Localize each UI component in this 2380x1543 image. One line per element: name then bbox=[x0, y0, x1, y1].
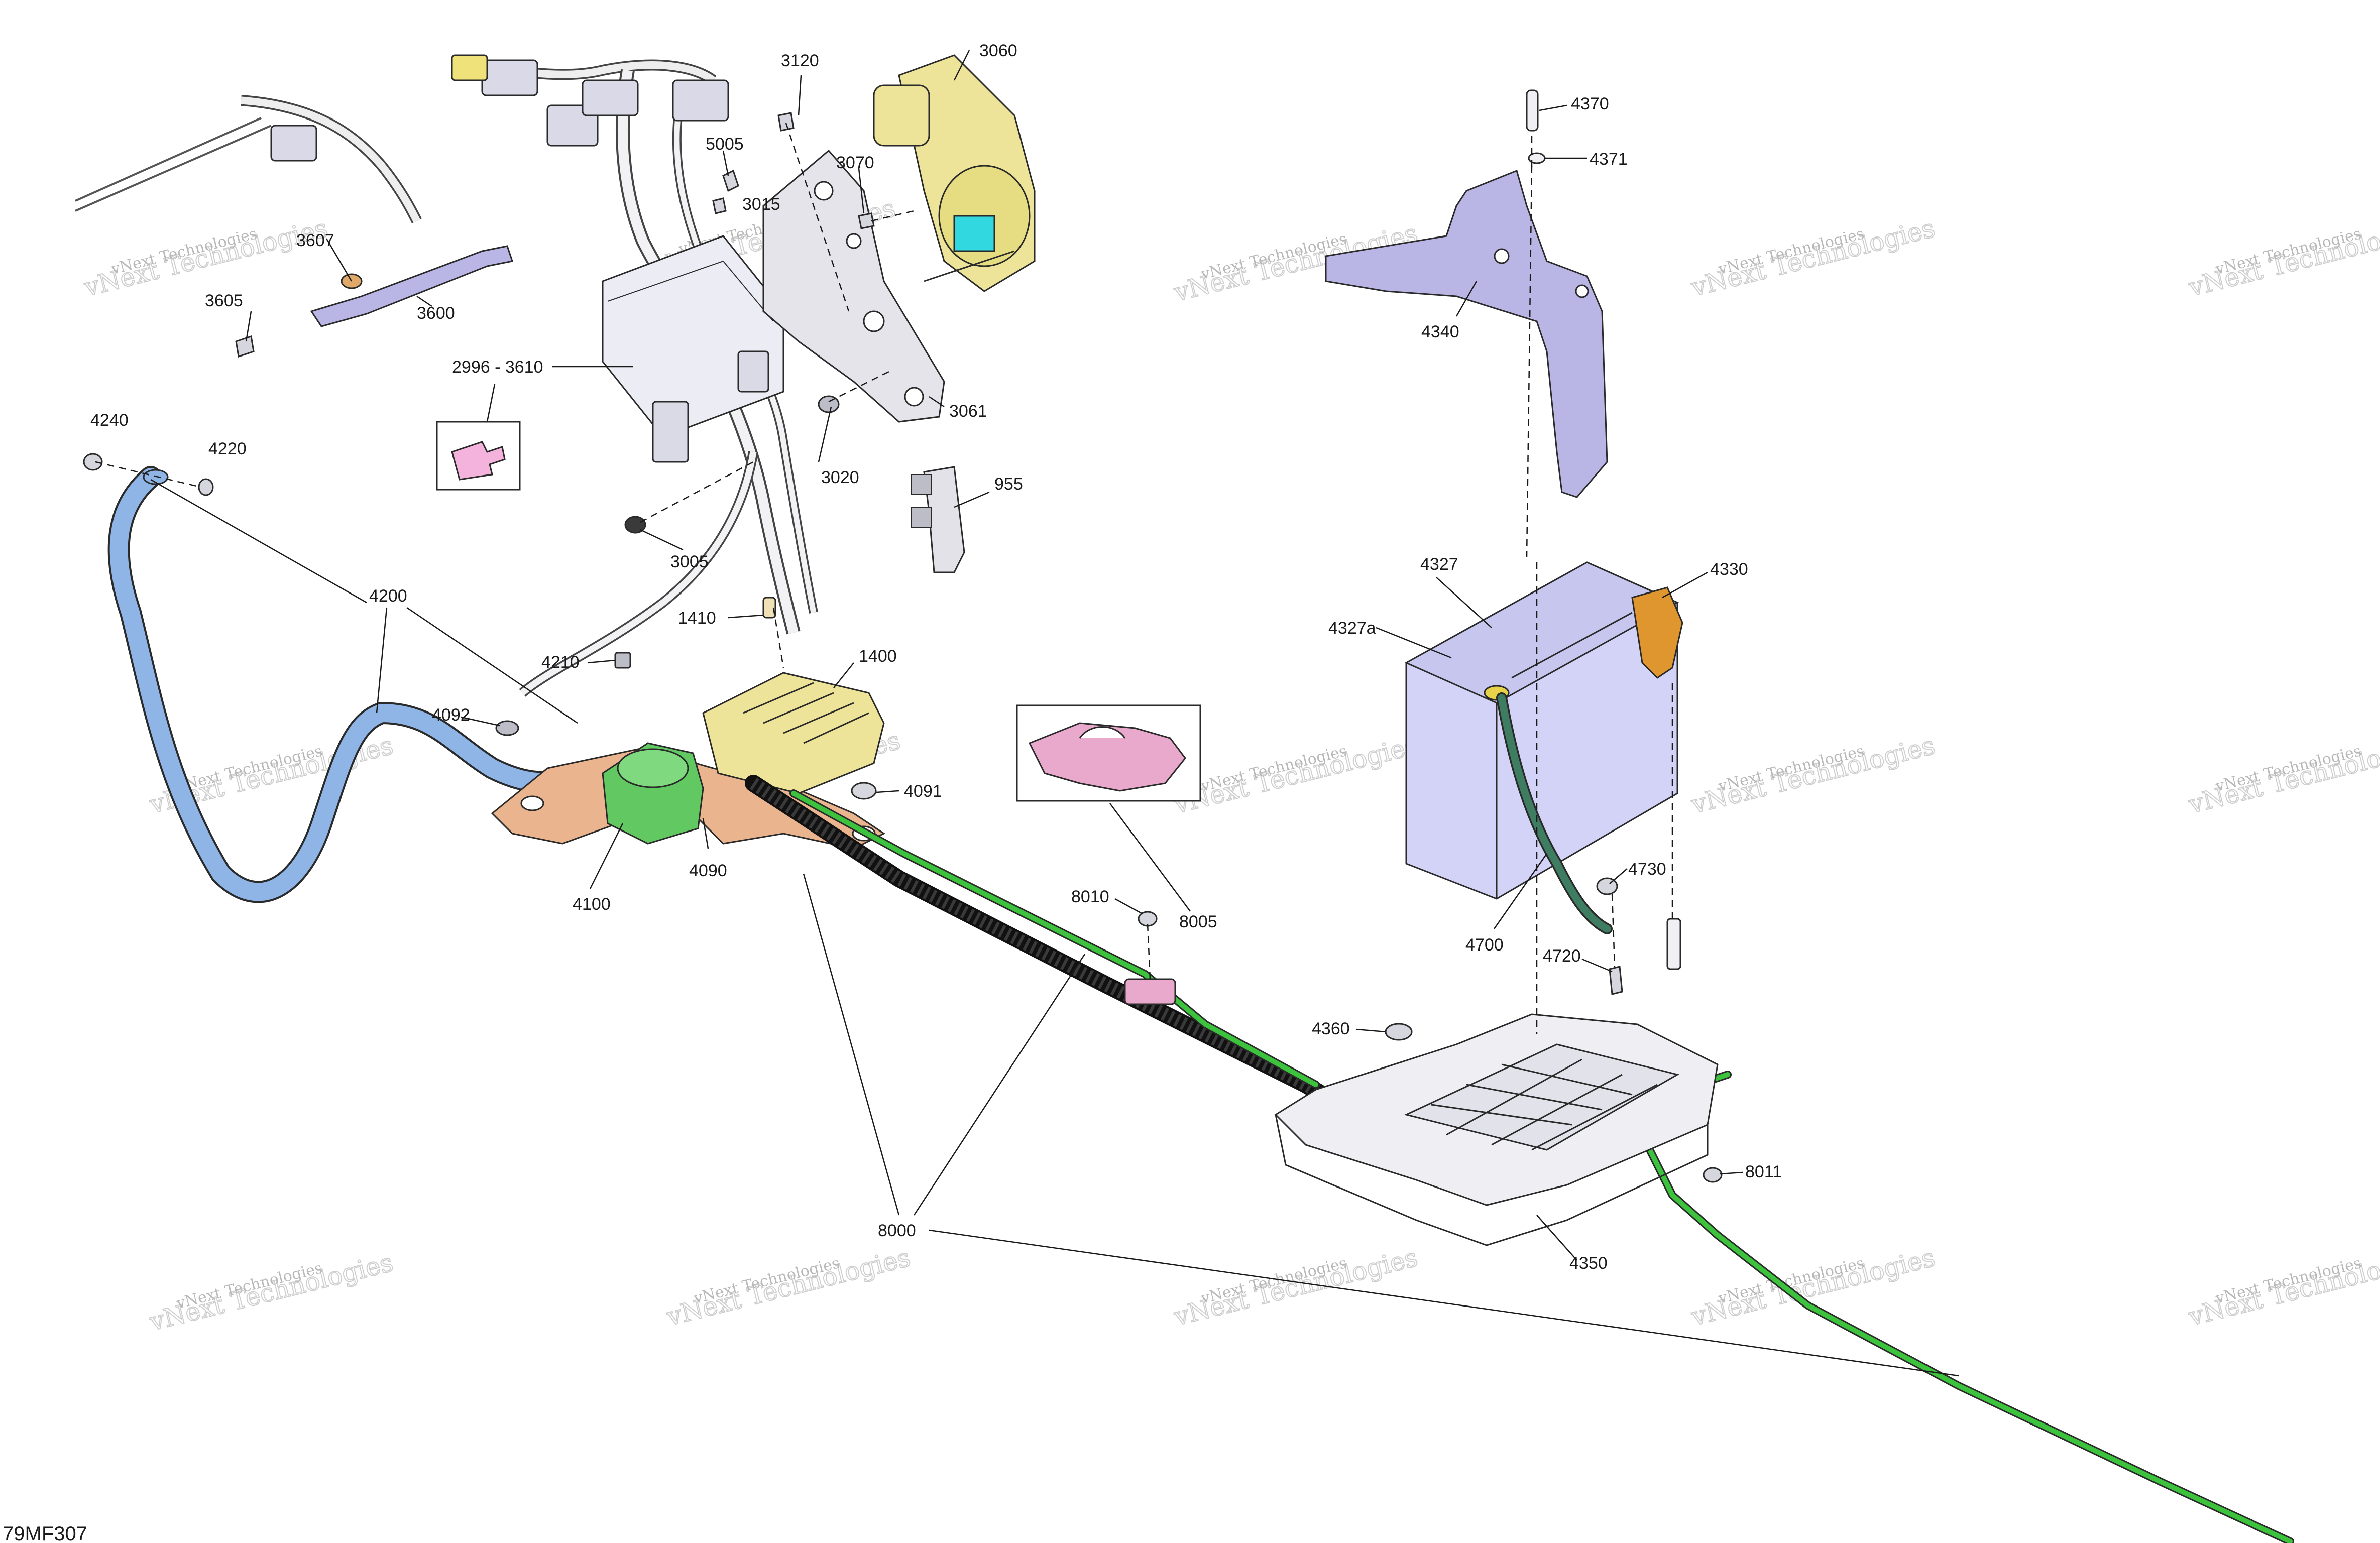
ground-cable-4700 bbox=[1496, 692, 1613, 934]
callout-4240: 4240 bbox=[90, 411, 129, 430]
callout-4220: 4220 bbox=[208, 439, 247, 458]
callout-5005: 5005 bbox=[706, 135, 744, 154]
callout-4100: 4100 bbox=[573, 895, 611, 914]
battery-tray-4350 bbox=[1274, 1013, 1719, 1246]
callout-4092: 4092 bbox=[432, 705, 470, 725]
callout-3605: 3605 bbox=[205, 291, 243, 310]
callout-4371: 4371 bbox=[1590, 150, 1628, 169]
callout-4200: 4200 bbox=[369, 586, 407, 606]
callout-3120: 3120 bbox=[781, 51, 819, 70]
callout-1410: 1410 bbox=[678, 609, 716, 628]
battery-cable-4200 bbox=[107, 466, 589, 903]
callout-3060: 3060 bbox=[979, 41, 1017, 60]
callout-2996-3610: 2996 - 3610 bbox=[452, 358, 543, 377]
callout-4210: 4210 bbox=[541, 653, 580, 672]
diagram-code: 79MF307 bbox=[3, 1523, 87, 1543]
callout-4720: 4720 bbox=[1543, 946, 1581, 966]
mounting-plate bbox=[762, 149, 945, 423]
callout-8005: 8005 bbox=[1179, 912, 1217, 931]
callout-4700: 4700 bbox=[1465, 935, 1504, 955]
callout-4350: 4350 bbox=[1569, 1254, 1608, 1273]
callout-4327: 4327 bbox=[1420, 555, 1458, 574]
callout-4340: 4340 bbox=[1421, 322, 1459, 341]
upper-wiring-harness bbox=[75, 54, 818, 697]
callout-955: 955 bbox=[994, 474, 1023, 494]
alignment-lines bbox=[95, 123, 1673, 1034]
strap-3600 bbox=[310, 245, 513, 327]
callout-8011: 8011 bbox=[1745, 1162, 1782, 1181]
callout-labels: 3120 3060 5005 3015 3070 3607 3605 3600 … bbox=[90, 41, 1782, 1273]
callout-1400: 1400 bbox=[859, 647, 897, 666]
voltage-regulator-1400 bbox=[702, 672, 885, 794]
callout-4091: 4091 bbox=[904, 782, 942, 801]
callout-3061: 3061 bbox=[949, 402, 987, 421]
callout-8010: 8010 bbox=[1071, 887, 1109, 906]
connector-bracket-955 bbox=[911, 466, 965, 573]
callout-3607: 3607 bbox=[296, 231, 334, 250]
callout-4090: 4090 bbox=[689, 861, 727, 880]
callout-4360: 4360 bbox=[1312, 1019, 1350, 1038]
callout-3070: 3070 bbox=[836, 153, 874, 172]
callout-3015: 3015 bbox=[742, 195, 780, 214]
callout-8000: 8000 bbox=[878, 1221, 916, 1240]
callout-4370: 4370 bbox=[1571, 94, 1609, 113]
fasteners bbox=[83, 89, 1723, 1183]
battery-bracket-4340 bbox=[1325, 169, 1608, 498]
leader-lines bbox=[150, 50, 1959, 1377]
inset-fastener bbox=[436, 421, 521, 491]
callout-4730: 4730 bbox=[1628, 860, 1666, 879]
actuator bbox=[873, 54, 1036, 292]
callout-4330: 4330 bbox=[1710, 560, 1748, 579]
callout-4327a: 4327a bbox=[1328, 619, 1376, 638]
battery-4327 bbox=[1404, 561, 1683, 900]
fuse-holder-4100 bbox=[602, 742, 704, 845]
callout-3600: 3600 bbox=[417, 304, 455, 323]
callout-3005: 3005 bbox=[670, 552, 709, 571]
inset-clip bbox=[1016, 704, 1201, 802]
callout-3020: 3020 bbox=[821, 468, 859, 487]
